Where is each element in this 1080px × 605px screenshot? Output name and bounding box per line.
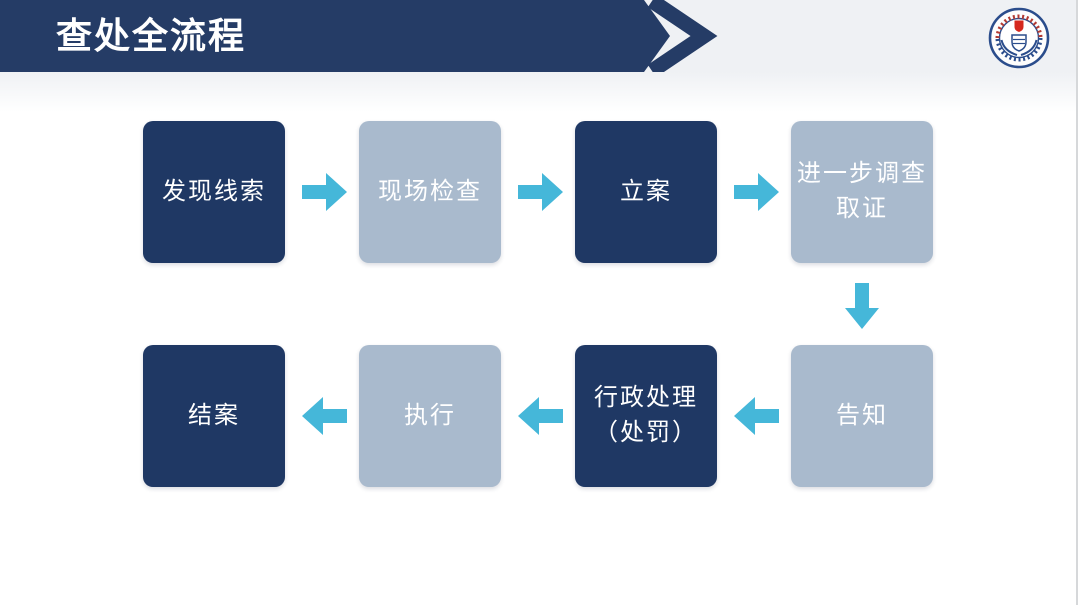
arrow-left-icon [734,397,779,435]
flow-step-label: 立案 [620,177,672,205]
flow-step-case-filing: 立案 [575,121,717,263]
flow-step-label: 发现线索 [162,177,266,205]
flow-step-administrative-penalty: 行政处理 （处罚） [575,345,717,487]
arrow-down-icon [845,283,879,329]
flow-step-label: 执行 [404,401,456,429]
flow-step-label: 结案 [188,401,240,429]
government-emblem-logo [988,7,1050,69]
arrow-right-icon [734,173,779,211]
arrow-right-icon [518,173,563,211]
right-edge-line [1076,0,1078,605]
flow-step-label: 现场检查 [378,177,482,205]
flow-step-notification: 告知 [791,345,933,487]
arrow-left-icon [302,397,347,435]
header-band: 查处全流程 [0,0,670,72]
arrow-left-icon [518,397,563,435]
flow-step-label: 行政处理 （处罚） [594,384,698,446]
chevron-right-icon [647,0,718,72]
arrow-right-icon [302,173,347,211]
flow-step-label: 进一步调查 取证 [797,160,927,222]
right-edge-gutter [1078,0,1080,605]
flow-step-discover-clues: 发现线索 [143,121,285,263]
flow-step-execution: 执行 [359,345,501,487]
page-title: 查处全流程 [56,15,247,56]
flow-step-site-inspection: 现场检查 [359,121,501,263]
flow-step-label: 告知 [836,401,888,429]
flow-step-further-investigation: 进一步调查 取证 [791,121,933,263]
flow-step-case-closure: 结案 [143,345,285,487]
